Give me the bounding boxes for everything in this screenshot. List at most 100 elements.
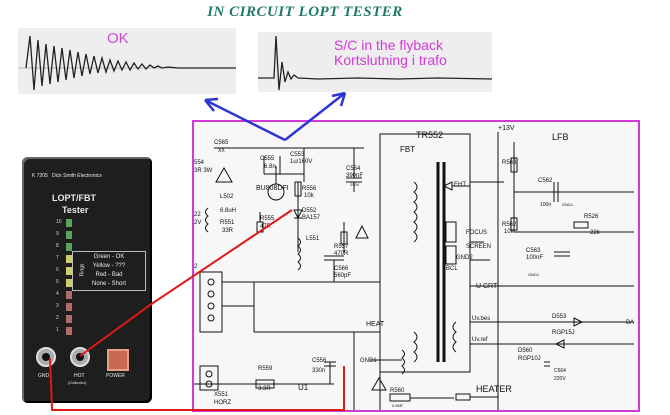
led-number-8: 3 bbox=[56, 303, 59, 309]
led-5 bbox=[66, 279, 72, 287]
legend-yellow: Yellow - ??? bbox=[92, 263, 126, 269]
label-r556: R556 bbox=[302, 186, 317, 192]
led-number-2: 9 bbox=[56, 231, 59, 237]
label-c566: C566 bbox=[334, 266, 349, 272]
label-c565: C565 bbox=[214, 140, 229, 146]
led-number-10: 1 bbox=[56, 327, 59, 333]
led-4 bbox=[66, 291, 72, 299]
label-c562: C562 bbox=[538, 178, 553, 184]
label-tr552: TR552 bbox=[416, 130, 443, 140]
label-13v: +13V bbox=[498, 125, 515, 132]
legend-green: Green - OK bbox=[93, 254, 125, 260]
label-l551: L551 bbox=[306, 236, 320, 242]
label-uvref: Uv.ref bbox=[472, 337, 488, 343]
label-lfb: LFB bbox=[552, 132, 569, 142]
label-focus: FOCUS bbox=[466, 230, 487, 236]
label-fbt: FBT bbox=[400, 145, 415, 154]
label-ucrt: U CRT bbox=[476, 283, 498, 290]
led-2 bbox=[66, 315, 72, 323]
label-r526: R526 bbox=[584, 214, 599, 220]
label-screen: SCREEN bbox=[466, 244, 491, 250]
label-c556: C556 bbox=[312, 358, 327, 364]
label-heat: HEAT bbox=[366, 321, 385, 328]
label-c555: C555 bbox=[260, 156, 275, 162]
lopt-tester-device: K 7205 Dick Smith Electronics LOPT/FBT T… bbox=[22, 157, 152, 403]
page-title: IN CIRCUIT LOPT TESTER bbox=[207, 4, 403, 20]
label-c565-val: XX bbox=[218, 148, 225, 154]
device-title-2: Tester bbox=[62, 205, 89, 215]
led-number-3: 8 bbox=[56, 243, 59, 249]
label-c563-val: 100nF bbox=[526, 255, 543, 261]
label-r562: R562 bbox=[502, 222, 517, 228]
label-gnd1a: GND1 bbox=[562, 202, 574, 207]
label-uvbes: Uv.bes bbox=[472, 316, 490, 322]
label-r562-val: 10k bbox=[504, 229, 515, 235]
label-r555: R555 bbox=[260, 216, 275, 222]
label-c555-val: 6.8n bbox=[264, 164, 276, 170]
label-c554-val: 390nF bbox=[346, 173, 363, 179]
label-l502: L502 bbox=[220, 194, 234, 200]
waveform-ok-panel bbox=[18, 28, 236, 94]
label-horz: HORZ bbox=[214, 400, 231, 406]
power-label: POWER bbox=[106, 373, 125, 379]
label-r551: R551 bbox=[220, 220, 235, 226]
collector-label: (Collector) bbox=[68, 380, 87, 385]
hot-jack[interactable] bbox=[70, 347, 90, 367]
led-3 bbox=[66, 303, 72, 311]
waveform-short-panel bbox=[258, 32, 493, 92]
label-2v: 2V bbox=[194, 220, 201, 226]
label-gnd2: GND2 bbox=[456, 255, 473, 261]
label-22: 22 bbox=[194, 212, 201, 218]
label-r563: R563 bbox=[502, 160, 517, 166]
label-c563: C563 bbox=[526, 248, 541, 254]
label-r554: 554 bbox=[194, 160, 205, 166]
led-number-4: 7 bbox=[56, 255, 59, 261]
waveform-short-label-no: Kortslutning i trafo bbox=[334, 52, 447, 68]
label-heater: HEATER bbox=[476, 384, 512, 394]
led-9 bbox=[66, 231, 72, 239]
label-r555-val: 47R bbox=[260, 224, 272, 230]
gnd-jack[interactable] bbox=[36, 347, 56, 367]
led-number-9: 2 bbox=[56, 315, 59, 321]
label-r560-val: 0.56R bbox=[392, 403, 403, 408]
legend-none: None - Short bbox=[91, 281, 127, 287]
label-l502-val: 6.8uH bbox=[220, 208, 236, 214]
label-d560: D560 bbox=[518, 348, 533, 354]
waveform-ok-trace bbox=[18, 35, 236, 91]
label-gnd1c: GND1 bbox=[360, 358, 377, 364]
waveform-short-trace bbox=[258, 35, 493, 91]
label-c553-val: 1u/160V bbox=[290, 159, 312, 165]
device-legend: Green - OK Yellow - ??? Red - Bad None -… bbox=[72, 251, 146, 291]
led-number-1: 10 bbox=[56, 219, 62, 225]
label-r551-val: 33R bbox=[222, 228, 234, 234]
label-r560: R560 bbox=[390, 388, 405, 394]
schematic-drawing: TR552 FBT +13V LFB C565 XX C555 6.8n C55… bbox=[194, 125, 634, 410]
label-c554-v: 250V bbox=[350, 182, 360, 187]
label-r557-val: 470R bbox=[334, 251, 349, 257]
power-button[interactable] bbox=[107, 349, 129, 371]
label-r559-val: 3.3R bbox=[258, 386, 271, 392]
label-r526-val: 22k bbox=[590, 230, 601, 236]
label-c562-val: 100n bbox=[540, 202, 551, 208]
label-d553: D553 bbox=[552, 314, 567, 320]
label-bu808: BU808DFI bbox=[256, 185, 289, 192]
label-d553-val: RGP15J bbox=[552, 330, 575, 336]
label-pin2: 2 bbox=[194, 264, 198, 270]
waveform-ok-label: OK bbox=[107, 30, 129, 47]
label-d560-val: RGP10J bbox=[518, 356, 541, 362]
led-8 bbox=[66, 243, 72, 251]
label-d552-val: BA157 bbox=[302, 215, 321, 221]
label-c564-val: 220V bbox=[554, 376, 566, 382]
label-eht: EHT bbox=[454, 182, 466, 188]
label-c566-val: 560pF bbox=[334, 273, 351, 279]
led-1 bbox=[66, 327, 72, 335]
flyback-schematic: TR552 FBT +13V LFB C565 XX C555 6.8n C55… bbox=[192, 120, 640, 412]
label-c553: C553 bbox=[290, 152, 305, 158]
label-d552: D552 bbox=[302, 208, 317, 214]
label-c564: C564 bbox=[554, 368, 566, 374]
device-brand: Dick Smith Electronics bbox=[52, 173, 102, 179]
label-gnd1b: GND1 bbox=[528, 272, 540, 277]
label-c556-val: 330n bbox=[312, 368, 325, 374]
led-10 bbox=[66, 219, 72, 227]
label-bcl: BCL bbox=[446, 266, 458, 272]
